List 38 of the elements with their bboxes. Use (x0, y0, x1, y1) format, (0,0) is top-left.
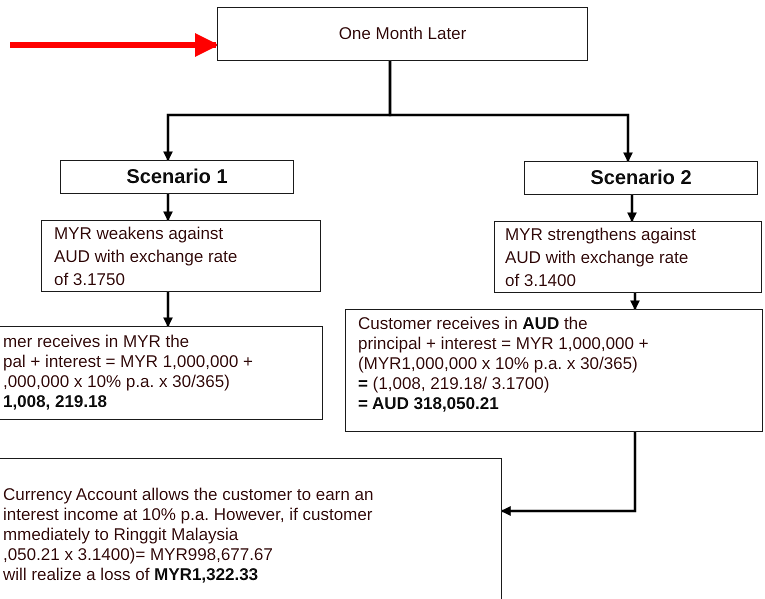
condition-box (494, 221, 762, 293)
box-text: MYR weakens against (54, 223, 224, 245)
box-text: of 3.1750 (54, 269, 125, 291)
calculation-box (345, 309, 763, 432)
box-text: = AUD 318,050.21 (358, 394, 499, 414)
arrow (627, 195, 637, 222)
box-text: Customer receives in AUD the (358, 314, 588, 334)
box-text: mmediately to Ringgit Malaysia (3, 525, 238, 545)
box-text: Scenario 1 (126, 165, 228, 189)
box-text: Currency Account allows the customer to earn an (3, 485, 374, 505)
box-text: Scenario 2 (590, 166, 692, 190)
box-text: of 3.1400 (505, 270, 576, 292)
box-text: One Month Later (338, 24, 466, 44)
arrow (630, 293, 640, 310)
box-text: AUD with exchange rate (505, 247, 688, 269)
box-text: mer receives in MYR the (3, 332, 190, 352)
heading-box (217, 7, 588, 61)
conclusion-box (0, 458, 502, 599)
box-text: will realize a loss of MYR1,322.33 (3, 565, 258, 585)
box-text: = (1,008, 219.18/ 3.1700) (358, 374, 550, 394)
box-text: 1,008, 219.18 (3, 392, 107, 412)
box-text: MYR strengthens against (505, 224, 696, 246)
arrow (388, 61, 633, 162)
box-text: ,000,000 x 10% p.a. x 30/365) (3, 372, 230, 392)
condition-box (41, 220, 321, 292)
scenario-box (524, 161, 758, 195)
box-text: AUD with exchange rate (54, 246, 238, 268)
box-text: pal + interest = MYR 1,000,000 + (3, 352, 253, 372)
box-text: (MYR1,000,000 x 10% p.a. x 30/365) (358, 354, 638, 374)
arrow (163, 292, 173, 328)
box-text: ,050.21 x 3.1400)= MYR998,677.67 (3, 545, 273, 565)
calculation-box (0, 326, 323, 420)
arrow (500, 432, 636, 516)
box-text: interest income at 10% p.a. However, if customer (3, 505, 372, 525)
scenario-box (60, 160, 294, 194)
arrow (10, 33, 219, 57)
arrow (163, 194, 173, 222)
box-text: principal + interest = MYR 1,000,000 + (358, 334, 649, 354)
